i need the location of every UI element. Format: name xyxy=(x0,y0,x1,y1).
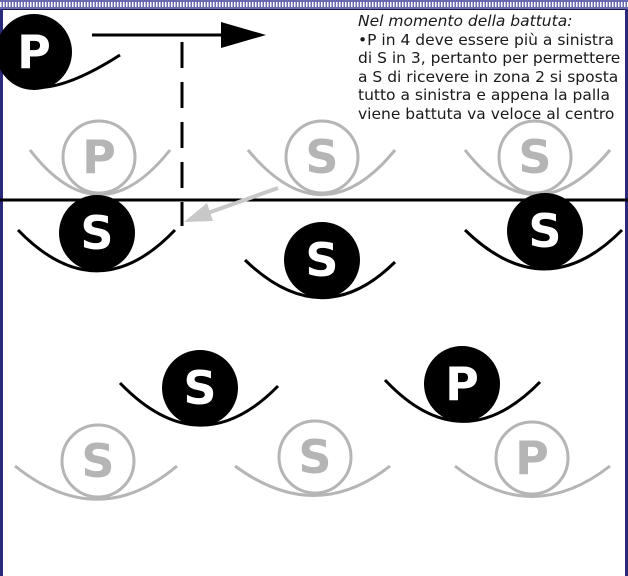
player-circle xyxy=(60,423,136,499)
player-circle xyxy=(284,222,360,298)
player-circle xyxy=(284,119,360,195)
player-circle xyxy=(497,119,573,195)
player-label: S xyxy=(518,130,551,184)
player-label: S xyxy=(81,434,114,488)
gray-arrow-head xyxy=(184,203,213,222)
player-label: S xyxy=(298,430,331,484)
player-circle xyxy=(507,193,583,269)
player-circle xyxy=(494,420,570,496)
player-label: S xyxy=(305,233,338,287)
player-label: S xyxy=(528,204,561,258)
gray-arrow-line xyxy=(204,186,279,216)
player-ghost-s-bottom-left: S xyxy=(14,423,178,501)
player-s-front-left: S xyxy=(16,195,177,273)
top-strip xyxy=(0,0,628,9)
player-cup-curve xyxy=(14,464,178,501)
player-label: S xyxy=(80,206,113,260)
player-circle xyxy=(0,14,72,90)
player-circle xyxy=(61,119,137,195)
player-label: S xyxy=(183,361,216,415)
player-circle xyxy=(277,419,353,495)
player-cup-curve xyxy=(234,464,391,497)
player-s-front-right: S xyxy=(463,193,624,271)
player-s-front-center: S xyxy=(243,222,397,300)
instruction-note: Nel momento della battuta: •P in 4 deve … xyxy=(358,12,623,124)
player-circle xyxy=(59,195,135,271)
player-circle xyxy=(162,350,238,426)
player-ghost-p-left: P xyxy=(28,119,172,196)
player-label: P xyxy=(445,357,479,411)
player-label: P xyxy=(82,130,116,184)
player-ghost-s-bottom-center: S xyxy=(234,419,391,497)
note-title: Nel momento della battuta: xyxy=(358,12,573,30)
player-label: P xyxy=(17,25,51,79)
note-body: •P in 4 deve essere più a sinistra di S … xyxy=(358,30,621,123)
serve-arrow-head xyxy=(221,22,266,48)
player-ghost-p-bottom-right: P xyxy=(454,420,611,498)
player-ghost-s-center: S xyxy=(246,119,397,196)
player-label: P xyxy=(515,431,549,485)
player-label: S xyxy=(305,130,338,184)
player-p-top: P xyxy=(0,14,121,90)
player-cup-curve xyxy=(454,464,611,498)
player-ghost-s-right: S xyxy=(463,119,612,196)
player-s-back-left: S xyxy=(118,350,280,427)
player-circle xyxy=(424,346,500,422)
player-p-back-right: P xyxy=(383,346,542,423)
